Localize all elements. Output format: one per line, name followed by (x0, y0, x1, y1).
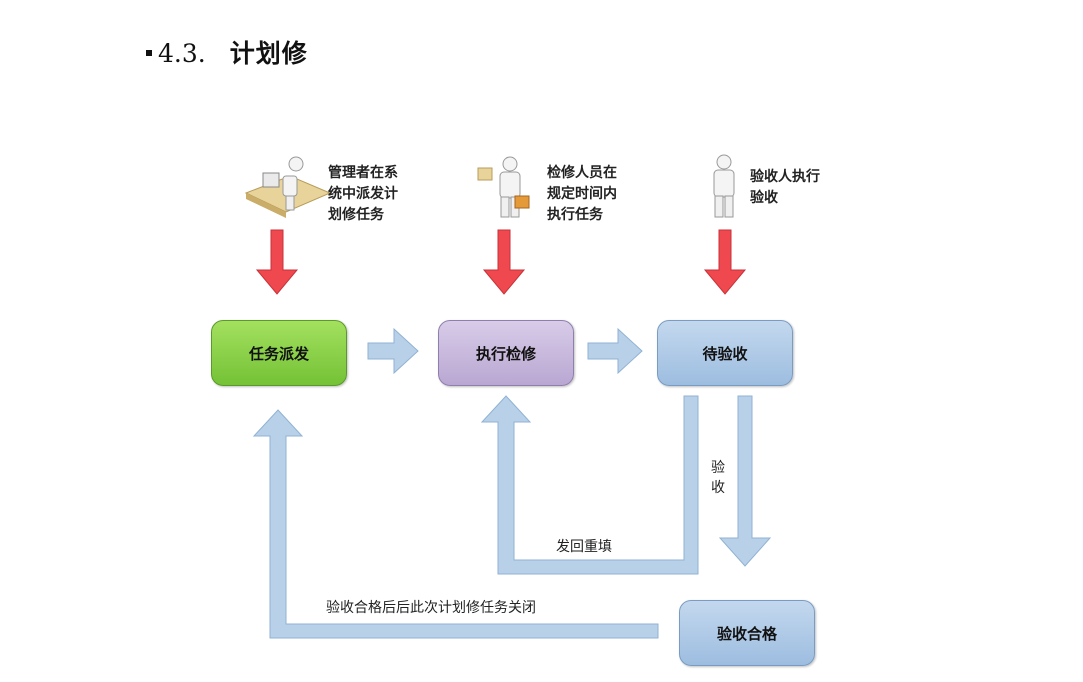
repairman-note-line: 检修人员在 (547, 165, 617, 181)
node-dispatch: 任务派发 (211, 320, 347, 386)
return-arrow (480, 395, 699, 575)
inspector-note-line: 验收人执行 (750, 169, 820, 185)
section-number: 4.3. (158, 39, 206, 68)
manager-note-line: 统中派发计 (328, 186, 398, 202)
section-heading: 4.3. 计划修 (146, 34, 308, 70)
down-arrow-3 (703, 229, 747, 295)
close-label: 验收合格后后此次计划修任务关闭 (326, 600, 536, 616)
section-title: 计划修 (229, 39, 308, 68)
manager-note-line: 划修任务 (328, 207, 384, 223)
manager-figure-icon (244, 156, 332, 218)
inspector-note-line: 验收 (750, 190, 778, 206)
manager-note: 管理者在系 统中派发计 划修任务 (328, 163, 398, 226)
return-label: 发回重填 (556, 539, 612, 555)
repairman-note-line: 规定时间内 (547, 186, 617, 202)
node-pending: 待验收 (657, 320, 793, 386)
repairman-figure-icon (477, 156, 530, 218)
down-arrow-1 (255, 229, 299, 295)
node-execute: 执行检修 (438, 320, 574, 386)
accept-arrow (718, 395, 772, 567)
right-arrow-1 (367, 327, 419, 375)
node-passed: 验收合格 (679, 600, 815, 666)
close-arrow (252, 409, 659, 639)
down-arrow-2 (482, 229, 526, 295)
inspector-note: 验收人执行 验收 (750, 167, 820, 209)
accept-label: 验收 (711, 460, 725, 496)
right-arrow-2 (587, 327, 643, 375)
manager-note-line: 管理者在系 (328, 165, 398, 181)
inspector-figure-icon (713, 154, 735, 218)
repairman-note: 检修人员在 规定时间内 执行任务 (547, 163, 617, 226)
repairman-note-line: 执行任务 (547, 207, 603, 223)
bullet-icon (146, 49, 152, 56)
